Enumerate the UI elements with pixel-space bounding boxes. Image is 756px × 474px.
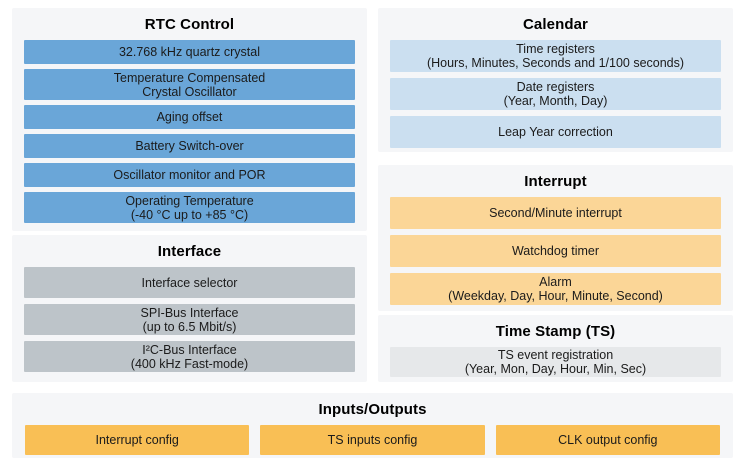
feature-time-registers: Time registers (Hours, Minutes, Seconds … [390,40,721,72]
feature-label: Oscillator monitor and POR [113,168,266,182]
feature-operating-temperature: Operating Temperature (-40 °C up to +85 … [24,192,355,223]
feature-interface-selector: Interface selector [24,267,355,298]
io-config-row: Interrupt config TS inputs config CLK ou… [25,425,720,455]
feature-label: Operating Temperature [125,193,254,208]
feature-quartz-crystal: 32.768 kHz quartz crystal [24,40,355,64]
clk-output-config-block: CLK output config [495,425,720,455]
feature-aging-offset: Aging offset [24,105,355,129]
feature-label: (-40 °C up to +85 °C) [130,207,249,222]
feature-i2c-bus-interface: I²C-Bus Interface (400 kHz Fast-mode) [24,341,355,372]
feature-label: (up to 6.5 Mbit/s) [142,319,237,334]
panel-time-stamp-title: Time Stamp (TS) [495,323,616,340]
panel-inputs-outputs-title: Inputs/Outputs [318,401,427,418]
panel-calendar: Calendar Time registers (Hours, Minutes,… [378,8,733,152]
feature-label: Interrupt config [95,433,179,447]
feature-ts-event-registration: TS event registration (Year, Mon, Day, H… [390,347,721,377]
feature-spi-bus-interface: SPI-Bus Interface (up to 6.5 Mbit/s) [24,304,355,335]
panel-rtc-control: RTC Control 32.768 kHz quartz crystal Te… [12,8,367,231]
feature-label: (Hours, Minutes, Seconds and 1/100 secon… [426,56,685,70]
panel-interrupt: Interrupt Second/Minute interrupt Watchd… [378,165,733,311]
feature-label: SPI-Bus Interface [140,305,239,320]
feature-leap-year-correction: Leap Year correction [390,116,721,148]
feature-battery-switch-over: Battery Switch-over [24,134,355,158]
feature-label: I²C-Bus Interface [142,342,237,357]
feature-date-registers: Date registers (Year, Month, Day) [390,78,721,110]
feature-watchdog-timer: Watchdog timer [390,235,721,267]
panel-inputs-outputs: Inputs/Outputs Interrupt config TS input… [12,393,733,458]
feature-label: TS inputs config [327,433,418,447]
feature-label: Alarm [539,275,572,289]
feature-label: (Year, Month, Day) [503,94,608,108]
feature-label: Date registers [516,80,595,94]
feature-label: Leap Year correction [498,125,613,139]
feature-label: CLK output config [558,433,658,447]
panel-interrupt-title: Interrupt [524,173,587,190]
panel-rtc-control-title: RTC Control [144,16,235,33]
feature-label: Aging offset [156,110,223,124]
feature-label: Time registers [516,42,595,56]
interrupt-config-block: Interrupt config [25,425,250,455]
panel-time-stamp: Time Stamp (TS) TS event registration (Y… [378,315,733,382]
feature-label: Battery Switch-over [135,139,244,153]
feature-tcxo: Temperature Compensated Crystal Oscillat… [24,69,355,100]
panel-interface: Interface Interface selector SPI-Bus Int… [12,235,367,382]
panel-calendar-title: Calendar [523,16,588,33]
feature-label: TS event registration [497,348,614,362]
feature-label: Temperature Compensated [113,70,266,85]
feature-label: (Weekday, Day, Hour, Minute, Second) [448,289,663,303]
feature-label: Second/Minute interrupt [489,206,622,220]
feature-label: (Year, Mon, Day, Hour, Min, Sec) [464,362,647,376]
feature-label: Watchdog timer [511,244,600,258]
panel-interface-title: Interface [157,243,222,260]
feature-label: Crystal Oscillator [142,84,237,99]
feature-oscillator-monitor-por: Oscillator monitor and POR [24,163,355,187]
feature-second-minute-interrupt: Second/Minute interrupt [390,197,721,229]
feature-label: Interface selector [141,275,238,290]
feature-label: (400 kHz Fast-mode) [130,356,249,371]
ts-inputs-config-block: TS inputs config [260,425,485,455]
feature-alarm: Alarm (Weekday, Day, Hour, Minute, Secon… [390,273,721,305]
feature-label: 32.768 kHz quartz crystal [118,45,261,59]
